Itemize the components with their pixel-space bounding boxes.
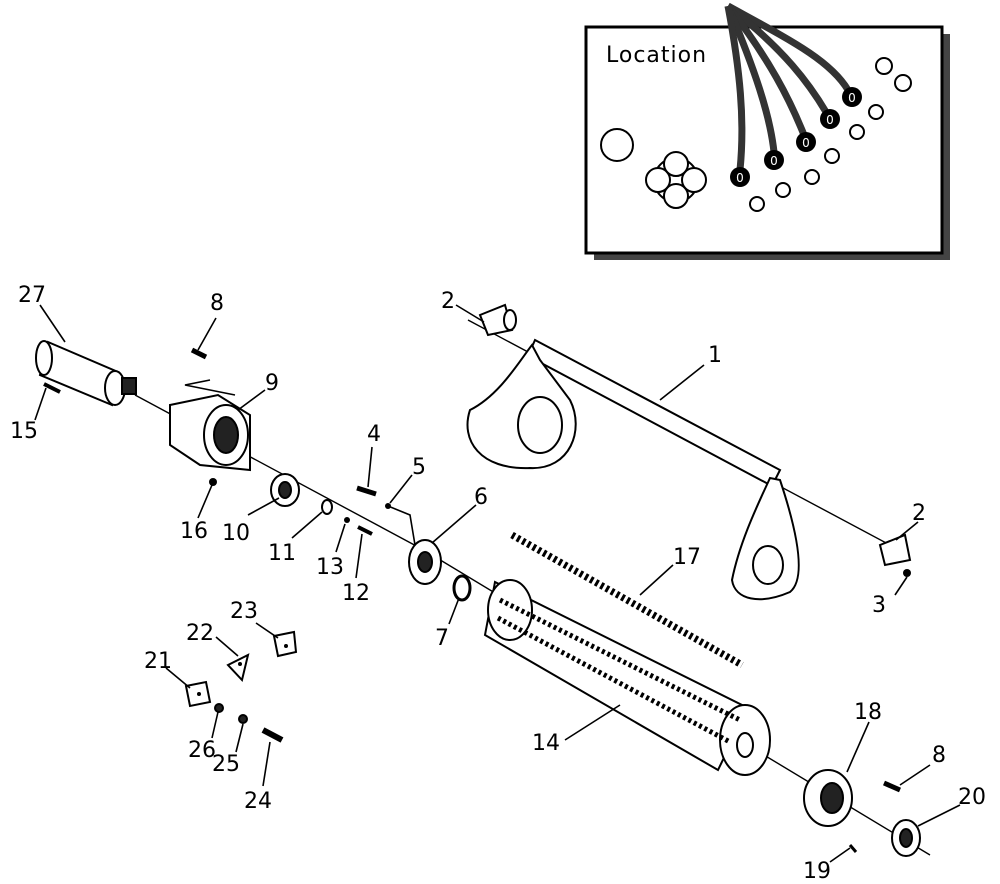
part-17-helix-bar xyxy=(510,531,744,669)
callout-15: 15 xyxy=(10,419,38,444)
callout-9: 9 xyxy=(265,371,279,396)
part-8-screw-upper xyxy=(184,347,236,396)
callout-6: 6 xyxy=(474,485,488,510)
callout-2-right: 2 xyxy=(912,501,926,526)
callout-14: 14 xyxy=(532,731,560,756)
callout-21: 21 xyxy=(144,649,172,674)
callout-27: 27 xyxy=(18,283,46,308)
location-inset: Location 0 xyxy=(584,2,950,260)
callout-26: 26 xyxy=(188,738,216,763)
part-12-screw xyxy=(357,525,373,536)
inset-cluster xyxy=(645,151,707,209)
part-18-end-housing xyxy=(803,769,853,827)
callout-17: 17 xyxy=(673,545,701,570)
callout-4: 4 xyxy=(367,422,381,447)
location-title: Location xyxy=(606,43,707,68)
part-7-ring xyxy=(452,574,472,602)
part-25-washer xyxy=(238,714,248,724)
svg-text:0: 0 xyxy=(802,136,810,150)
callout-1: 1 xyxy=(708,343,722,368)
part-23-block xyxy=(272,630,298,658)
inset-circle xyxy=(600,128,634,162)
part-27-motor xyxy=(35,340,137,407)
callout-8: 8 xyxy=(210,291,224,316)
callout-numbers: 27 15 8 9 16 10 11 13 12 4 5 6 7 1 2 2 3… xyxy=(10,283,986,884)
location-marker: 0 xyxy=(842,87,862,107)
callout-18: 18 xyxy=(854,700,882,725)
part-13-pin xyxy=(344,517,350,523)
part-22-bracket xyxy=(226,653,250,683)
part-6-flange xyxy=(408,539,442,585)
part-19-pin xyxy=(848,844,858,853)
callout-13: 13 xyxy=(316,555,344,580)
svg-text:0: 0 xyxy=(848,91,856,105)
callout-16: 16 xyxy=(180,519,208,544)
inset-circle xyxy=(824,148,840,164)
callout-20: 20 xyxy=(958,785,986,810)
part-14-reel xyxy=(483,579,771,776)
callout-10: 10 xyxy=(222,521,250,546)
callout-3: 3 xyxy=(872,593,886,618)
location-marker: 0 xyxy=(820,109,840,129)
callout-5: 5 xyxy=(412,455,426,480)
leader-lines xyxy=(34,304,961,863)
callout-12: 12 xyxy=(342,581,370,606)
part-11-washer xyxy=(321,499,333,515)
part-2-bearing-right xyxy=(878,533,912,567)
part-4-bolt xyxy=(356,485,377,497)
part-20-cap xyxy=(891,819,921,857)
callout-24: 24 xyxy=(244,789,272,814)
svg-text:0: 0 xyxy=(770,154,778,168)
part-9-housing xyxy=(169,393,251,472)
callout-7: 7 xyxy=(435,626,449,651)
part-15-screw xyxy=(43,382,61,394)
part-3-nut xyxy=(903,569,911,577)
svg-text:0: 0 xyxy=(826,113,834,127)
part-1-frame xyxy=(466,338,800,601)
callout-22: 22 xyxy=(186,621,214,646)
location-marker: 0 xyxy=(730,167,750,187)
inset-circle xyxy=(849,124,865,140)
location-arrows xyxy=(724,2,851,171)
location-marker: 0 xyxy=(764,150,784,170)
inset-circle xyxy=(868,104,884,120)
part-10-coupling xyxy=(270,473,300,507)
part-2-bearing-top xyxy=(478,303,517,337)
callout-23: 23 xyxy=(230,599,258,624)
callout-11: 11 xyxy=(268,541,296,566)
inset-circle xyxy=(804,169,820,185)
location-marker: 0 xyxy=(796,132,816,152)
inset-circle xyxy=(875,57,893,75)
callout-2: 2 xyxy=(441,289,455,314)
part-16-nut xyxy=(209,478,217,486)
callout-8-lower: 8 xyxy=(932,743,946,768)
part-21-block xyxy=(184,680,212,708)
inset-circle xyxy=(894,74,912,92)
inset-circle xyxy=(775,182,791,198)
part-26-nut xyxy=(214,703,224,713)
inset-circle xyxy=(749,196,765,212)
part-24-bolt xyxy=(261,727,284,743)
callout-25: 25 xyxy=(212,752,240,777)
callout-19: 19 xyxy=(803,859,831,884)
svg-text:0: 0 xyxy=(736,171,744,185)
part-8-screw-lower xyxy=(882,780,902,793)
